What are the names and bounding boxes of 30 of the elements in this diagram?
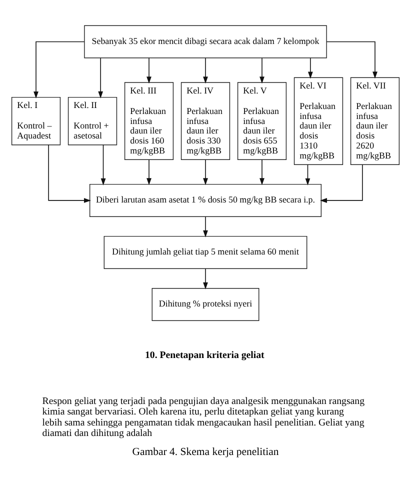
arrow [260,57,264,84]
label: 10. Penetapan kriteria geliat [144,350,264,361]
arrow [308,57,313,78]
arrow [100,144,106,185]
node-box: Kel. VII Perlakuan infusa daun iler dosis 2620 mg/kgBB [350,76,400,164]
arrow [203,216,208,237]
arrow [326,40,378,78]
arrow [146,158,152,185]
arrow [203,57,208,84]
node-box: Kel. IV Perlakuan infusa daun iler dosis 330 mg/kgBB [180,82,230,160]
node-box: Kel. I Kontrol – Aquadest [11,96,61,145]
node-box: Kel. III Perlakuan infusa daun iler dosis 160 mg/kgBB [124,82,174,160]
arrow [48,144,92,202]
arrow [203,158,208,185]
node-box: Dihitung jumlah geliat tiap 5 menit selama 60 menit [104,235,308,268]
node-box: Dihitung % proteksi nyeri [152,287,260,320]
node-box: Sebanyak 35 ekor mencit dibagi secara acak dalam 7 kelompok [84,24,327,58]
node-box: Kel. II Kontrol + asetosal [68,96,118,145]
node-box: Diberi larutan asam asetat 1 % dosis 50 mg/kg BB secara i.p. [89,183,322,216]
arrow [305,164,310,185]
label: Respon geliat yang terjadi pada pengujian daya analgesik menggunakan rangsang kimia sangat bervariasi. Oleh karena itu, perlu ditetapkan geliat yang kurang lebih sama sehingga pengamatan tidak mengacaukan hasil penelitian. Geliat yang diamati dan dihitung adalah [42,395,365,439]
arrow [203,268,208,289]
arrow [146,57,152,84]
node-box: Kel. V Perlakuan infusa daun iler dosis 655 mg/kgBB [237,82,287,160]
arrow [98,57,104,98]
caption: Gambar 4. Skema kerja penelitian [132,445,279,458]
arrow [320,164,363,202]
node-box: Kel. VI Perlakuan infusa daun iler dosis 1310 mg/kgBB [294,76,344,164]
arrow [260,158,264,185]
arrow [34,40,85,98]
